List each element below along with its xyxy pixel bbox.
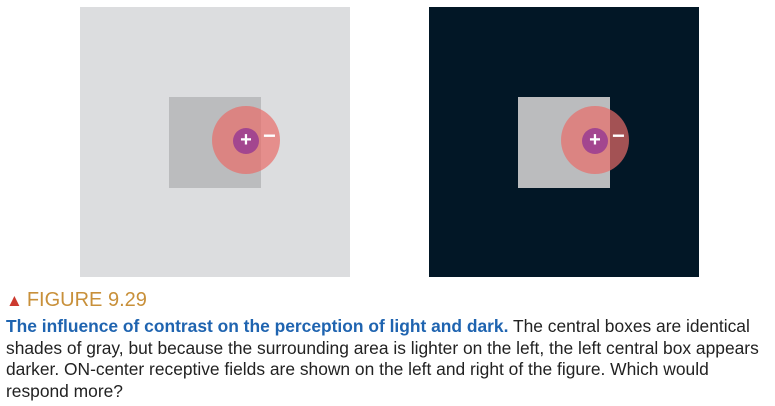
- right-on-center: +: [582, 128, 608, 154]
- right-off-surround-sign: −: [612, 123, 625, 148]
- right-dark-surround: + −: [429, 7, 699, 277]
- figure-caption: The influence of contrast on the percept…: [6, 316, 772, 402]
- triangle-icon: ▲: [6, 291, 23, 310]
- left-light-surround: + −: [80, 7, 350, 277]
- left-off-surround-sign: −: [263, 123, 276, 148]
- left-on-center: +: [233, 128, 259, 154]
- figure-heading: ▲FIGURE 9.29: [6, 288, 147, 313]
- figure-label: FIGURE 9.29: [26, 289, 147, 311]
- caption-title: The influence of contrast on the percept…: [6, 316, 509, 336]
- caption-body-text: The central boxes are identical shades o…: [6, 316, 759, 401]
